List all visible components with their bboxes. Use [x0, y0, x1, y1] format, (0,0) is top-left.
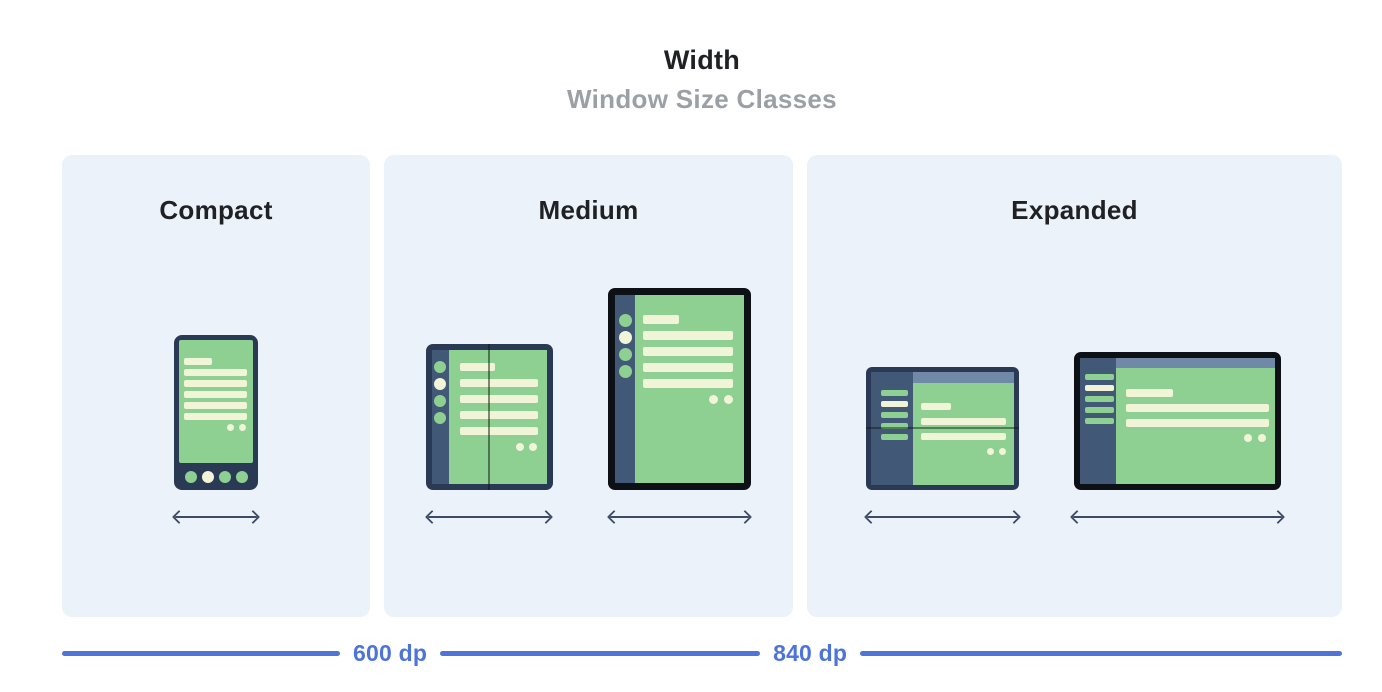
width-arrow-icon [607, 509, 752, 525]
app-bar [913, 372, 1014, 383]
text-line [643, 331, 733, 340]
sidebar-item [1085, 374, 1114, 380]
rail-item [434, 378, 446, 390]
text-line [1126, 419, 1269, 427]
rail-item [618, 365, 632, 378]
nav-dot [235, 470, 248, 483]
accent-dots [184, 424, 247, 431]
fold-crease [488, 344, 490, 490]
sidebar-item [881, 423, 908, 429]
tablet-landscape-illustration [1074, 352, 1281, 490]
nav-rail [431, 350, 449, 484]
text-line [1126, 404, 1269, 412]
text-line [184, 358, 212, 365]
rail-item [434, 395, 446, 407]
text-line [184, 413, 247, 420]
text-line [921, 403, 951, 410]
size-class-label-compact: Compact [159, 195, 273, 225]
sidebar-item [881, 434, 908, 440]
page-subtitle: Window Size Classes [567, 84, 837, 114]
accent-dots [921, 448, 1006, 455]
size-class-label-medium: Medium [538, 195, 639, 225]
text-line [643, 347, 733, 356]
text-line [459, 363, 495, 371]
sidebar-item [1085, 407, 1114, 413]
diagram-header: Width Window Size Classes [62, 44, 1342, 113]
text-line [459, 395, 538, 403]
axis-line-segment [860, 651, 1342, 656]
nav-rail [615, 295, 635, 483]
sidebar-item [1085, 396, 1114, 402]
axis-line-segment [440, 651, 761, 656]
phone-illustration [174, 335, 258, 490]
tablet-portrait-illustration [608, 288, 751, 490]
sidebar-item [881, 412, 908, 418]
foldable-portrait-illustration [425, 344, 553, 490]
text-line [921, 433, 1006, 440]
text-line [643, 363, 733, 372]
text-line [459, 379, 538, 387]
text-line [459, 427, 538, 435]
text-line [459, 411, 538, 419]
nav-dot [218, 470, 231, 483]
device-screen [448, 350, 547, 484]
breakpoint-label-840dp: 840 dp [773, 640, 848, 666]
size-class-label-expanded: Expanded [1011, 195, 1138, 225]
phone-screen [179, 340, 253, 463]
device-screen [635, 295, 744, 483]
sidebar [871, 372, 913, 485]
rail-item [434, 412, 446, 424]
text-line [184, 369, 247, 376]
axis-line-segment [62, 651, 340, 656]
rail-item [618, 348, 632, 361]
breakpoint-label-600dp: 600 dp [353, 640, 428, 666]
accent-dots [460, 443, 538, 451]
text-line [921, 418, 1006, 425]
width-arrow-icon [1070, 509, 1285, 525]
width-arrow-icon [864, 509, 1021, 525]
accent-dots [1126, 434, 1269, 442]
text-line [1126, 389, 1173, 397]
text-line [643, 379, 733, 388]
device-screen [913, 372, 1014, 485]
app-bar [1116, 358, 1275, 368]
sidebar-item [1085, 385, 1114, 391]
rail-item [434, 361, 446, 373]
size-class-panel-expanded: Expanded [807, 155, 1342, 617]
text-line [184, 391, 247, 398]
width-arrow-icon [172, 509, 260, 525]
breakpoint-axis: 600 dp 840 dp [62, 640, 1342, 667]
nav-dot [201, 470, 214, 483]
sidebar-item [881, 401, 908, 407]
sidebar-item [881, 390, 908, 396]
width-arrow-icon [425, 509, 553, 525]
size-class-panels: Compact [62, 155, 1342, 617]
accent-dots [643, 395, 733, 404]
sidebar-item [1085, 418, 1114, 424]
text-line [184, 402, 247, 409]
sidebar [1080, 358, 1116, 484]
foldable-landscape-illustration [866, 367, 1019, 490]
text-line [184, 380, 247, 387]
page-title: Width [663, 45, 741, 75]
fold-crease [866, 427, 1019, 429]
rail-item [618, 314, 632, 327]
phone-nav-bar [179, 463, 253, 490]
nav-dot [184, 470, 197, 483]
size-class-panel-medium: Medium [384, 155, 793, 617]
device-screen [1116, 358, 1275, 484]
text-line [643, 315, 679, 324]
size-class-panel-compact: Compact [62, 155, 370, 617]
rail-item [618, 331, 632, 344]
